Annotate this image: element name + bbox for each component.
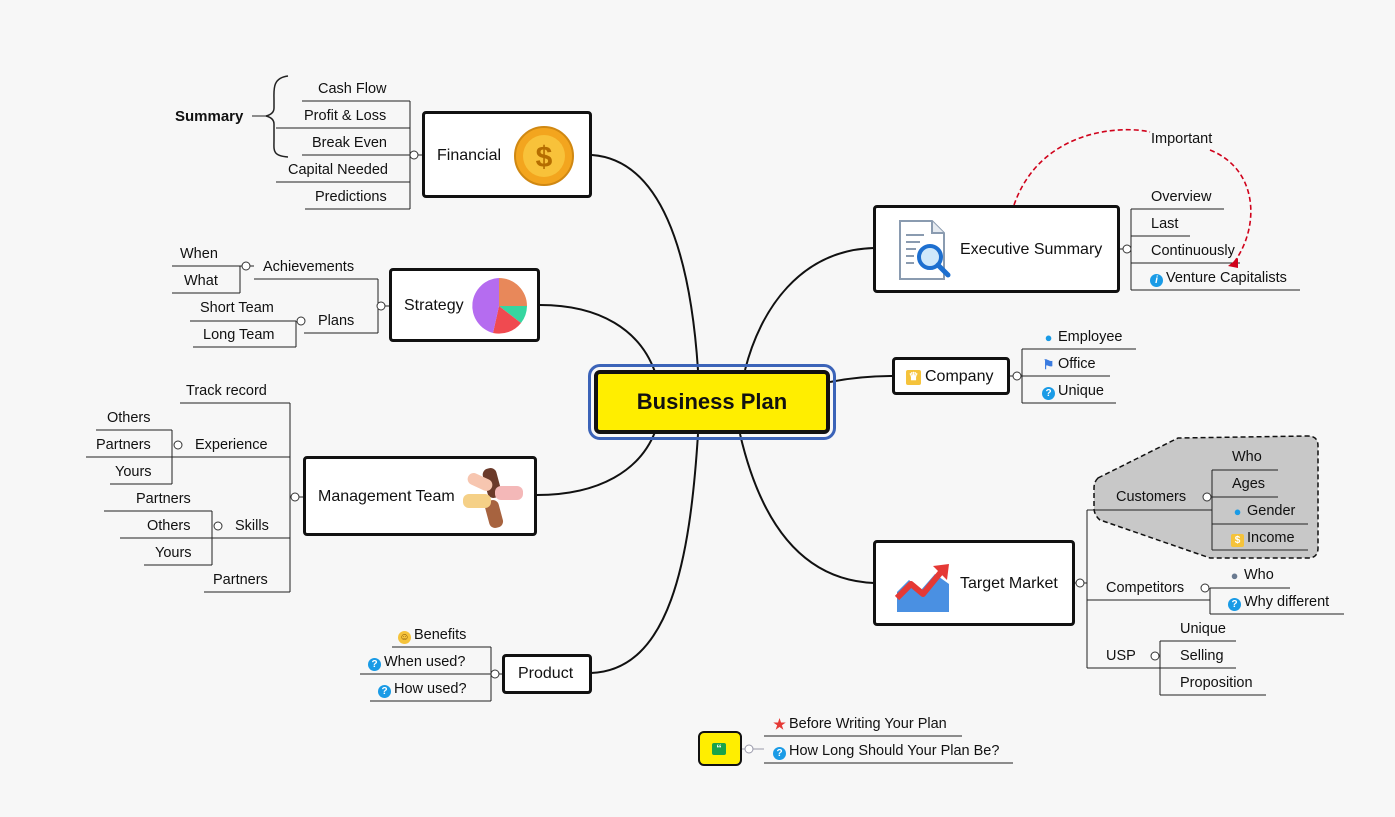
smiley-icon: ☺	[398, 631, 411, 644]
financial-item[interactable]: Break Even	[312, 135, 387, 151]
company-item[interactable]: ⚑Office	[1042, 356, 1096, 372]
question-icon: ?	[1042, 387, 1055, 400]
target-usp[interactable]: USP	[1106, 648, 1136, 664]
product-label: Product	[518, 665, 574, 682]
management-partners[interactable]: Partners	[213, 572, 268, 588]
topic-financial[interactable]: Financial $	[422, 111, 592, 198]
strategy-long-team[interactable]: Long Team	[203, 327, 275, 343]
experience-item[interactable]: Yours	[115, 464, 152, 480]
document-search-icon	[899, 220, 951, 280]
pie-chart-icon	[472, 278, 527, 334]
trophy-icon: ♛	[906, 370, 921, 385]
customer-item[interactable]: $Income	[1231, 529, 1295, 547]
product-how-used[interactable]: ?How used?	[378, 680, 467, 698]
management-track-record[interactable]: Track record	[186, 383, 267, 399]
competitor-item[interactable]: ?Why different	[1228, 593, 1329, 611]
strategy-when[interactable]: When	[180, 246, 218, 262]
central-topic[interactable]: Business Plan	[588, 364, 836, 440]
topic-management-team[interactable]: Management Team	[303, 456, 537, 536]
company-item[interactable]: ●Employee	[1042, 328, 1123, 346]
executive-item[interactable]: Continuously	[1151, 243, 1235, 259]
financial-item[interactable]: Profit & Loss	[304, 108, 387, 124]
quote-icon: “	[712, 743, 726, 755]
experience-item[interactable]: Others	[107, 410, 151, 426]
company-item[interactable]: ?Unique	[1042, 382, 1104, 400]
relationship-label[interactable]: Important	[1151, 131, 1213, 147]
strategy-label: Strategy	[404, 297, 464, 314]
skill-item[interactable]: Yours	[155, 545, 192, 561]
experience-item[interactable]: Partners	[96, 437, 151, 453]
money-icon: $	[1231, 534, 1244, 547]
question-icon: ?	[773, 747, 786, 760]
growth-chart-icon	[895, 564, 949, 612]
star-icon: ★	[773, 716, 786, 732]
customer-item[interactable]: Ages	[1232, 476, 1266, 492]
person-icon: ●	[1044, 330, 1053, 345]
usp-item[interactable]: Proposition	[1180, 675, 1253, 691]
management-skills[interactable]: Skills	[235, 518, 269, 534]
summary-label: Summary	[175, 108, 244, 125]
relationship-line	[1013, 128, 1252, 266]
competitor-item[interactable]: ●Who	[1228, 566, 1274, 584]
financial-item[interactable]: Predictions	[315, 189, 387, 205]
customer-item[interactable]: ●Gender	[1231, 502, 1296, 520]
target-competitors[interactable]: Competitors	[1106, 580, 1185, 596]
topic-executive-summary[interactable]: Executive Summary	[873, 205, 1120, 293]
usp-item[interactable]: Unique	[1180, 621, 1226, 637]
executive-item[interactable]: Overview	[1151, 189, 1212, 205]
usp-item[interactable]: Selling	[1180, 648, 1224, 664]
note-item[interactable]: ?How Long Should Your Plan Be?	[773, 742, 999, 760]
notes-topic[interactable]: “	[698, 731, 742, 766]
strategy-what[interactable]: What	[184, 273, 218, 289]
topic-target-market[interactable]: Target Market	[873, 540, 1075, 626]
person-icon: ●	[1233, 504, 1242, 519]
executive-summary-label: Executive Summary	[960, 241, 1103, 258]
customer-item[interactable]: Who	[1232, 449, 1262, 465]
question-icon: ?	[368, 658, 381, 671]
strategy-plans[interactable]: Plans	[318, 313, 355, 329]
management-experience[interactable]: Experience	[195, 437, 268, 453]
question-icon: ?	[378, 685, 391, 698]
target-customers[interactable]: Customers	[1116, 489, 1187, 505]
product-when-used[interactable]: ?When used?	[368, 653, 465, 671]
management-label: Management Team	[318, 488, 455, 505]
topic-company[interactable]: ♛ Company	[892, 357, 1010, 395]
note-item[interactable]: ★Before Writing Your Plan	[773, 716, 947, 732]
strategy-short-team[interactable]: Short Team	[200, 300, 274, 316]
executive-item[interactable]: Last	[1151, 216, 1179, 232]
strategy-achievements[interactable]: Achievements	[263, 259, 355, 275]
product-benefits[interactable]: ☺Benefits	[398, 627, 467, 644]
team-hands-icon	[463, 468, 523, 528]
topic-product[interactable]: Product	[502, 654, 592, 694]
flag-icon: ⚑	[1042, 357, 1055, 372]
dollar-coin-icon: $	[514, 126, 574, 186]
question-icon: ?	[1228, 598, 1241, 611]
svg-text:$: $	[536, 141, 553, 174]
person-icon: ●	[1230, 568, 1239, 583]
financial-label: Financial	[437, 147, 502, 164]
skill-item[interactable]: Others	[147, 518, 191, 534]
target-market-label: Target Market	[960, 575, 1058, 592]
company-label: Company	[925, 368, 994, 385]
info-icon: i	[1150, 274, 1163, 287]
topic-strategy[interactable]: Strategy	[389, 268, 540, 342]
skill-item[interactable]: Partners	[136, 491, 191, 507]
financial-item[interactable]: Capital Needed	[288, 162, 388, 178]
central-topic-label: Business Plan	[636, 389, 788, 414]
financial-item[interactable]: Cash Flow	[318, 81, 387, 97]
